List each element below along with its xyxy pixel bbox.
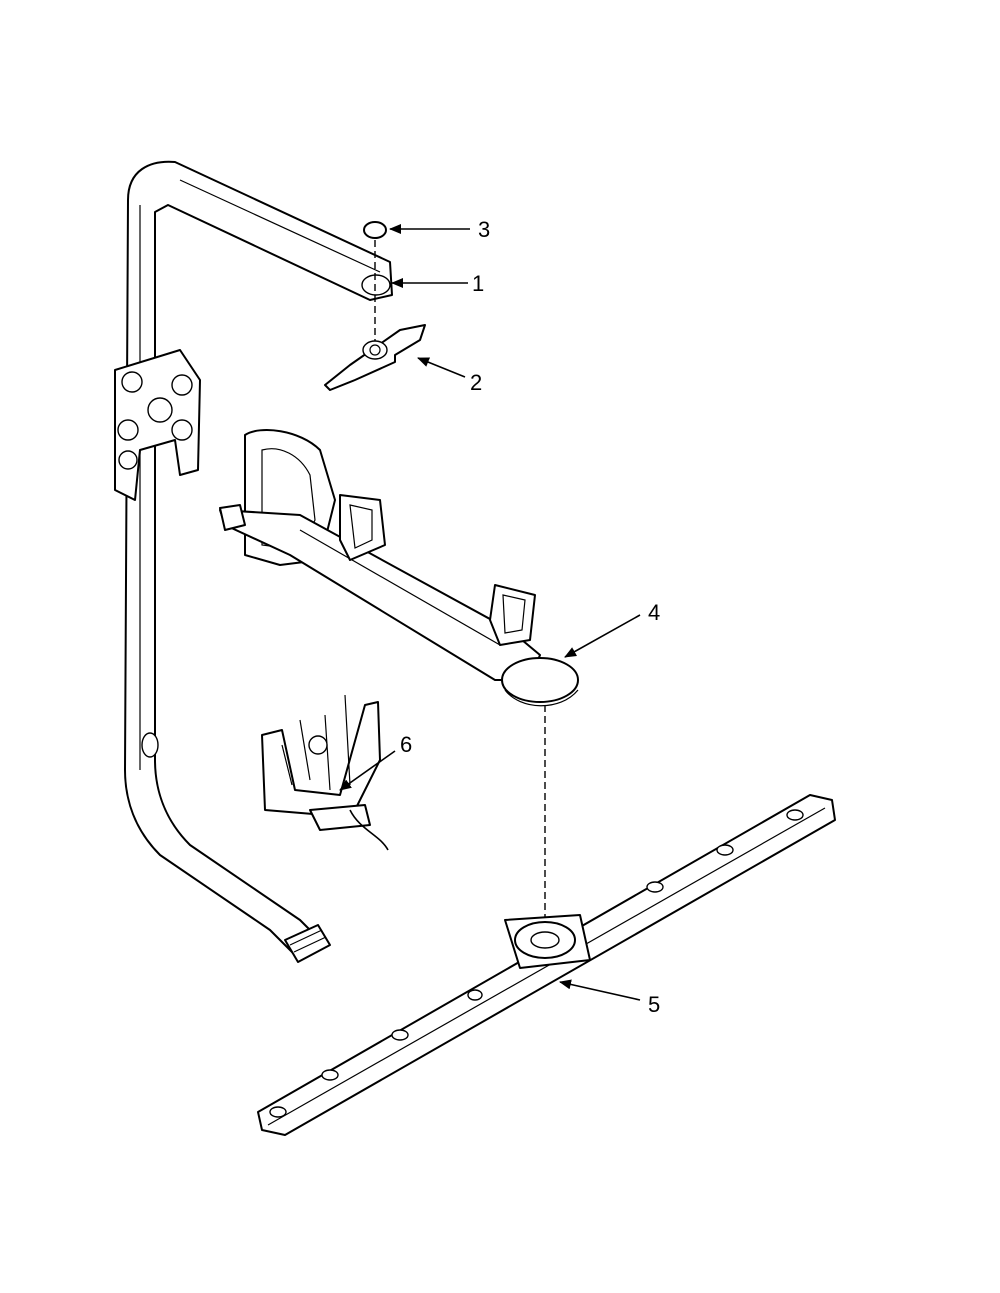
part-5-lower-spray-arm bbox=[257, 794, 836, 1136]
leader-6 bbox=[339, 750, 396, 791]
callout-1: 1 bbox=[472, 271, 484, 296]
callout-2: 2 bbox=[470, 370, 482, 395]
leader-4 bbox=[564, 614, 641, 658]
callout-3: 3 bbox=[478, 217, 490, 242]
leader-2 bbox=[417, 357, 466, 378]
part-2-spray-arm bbox=[324, 324, 426, 391]
callout-6: 6 bbox=[400, 732, 412, 757]
part-6-rack-clip bbox=[261, 694, 389, 851]
callout-4: 4 bbox=[648, 600, 660, 625]
callout-5: 5 bbox=[648, 992, 660, 1017]
supply-tube bbox=[114, 160, 393, 963]
leader-5 bbox=[559, 979, 641, 1001]
part-4-manifold bbox=[219, 429, 579, 707]
part-3-cap bbox=[363, 221, 387, 239]
